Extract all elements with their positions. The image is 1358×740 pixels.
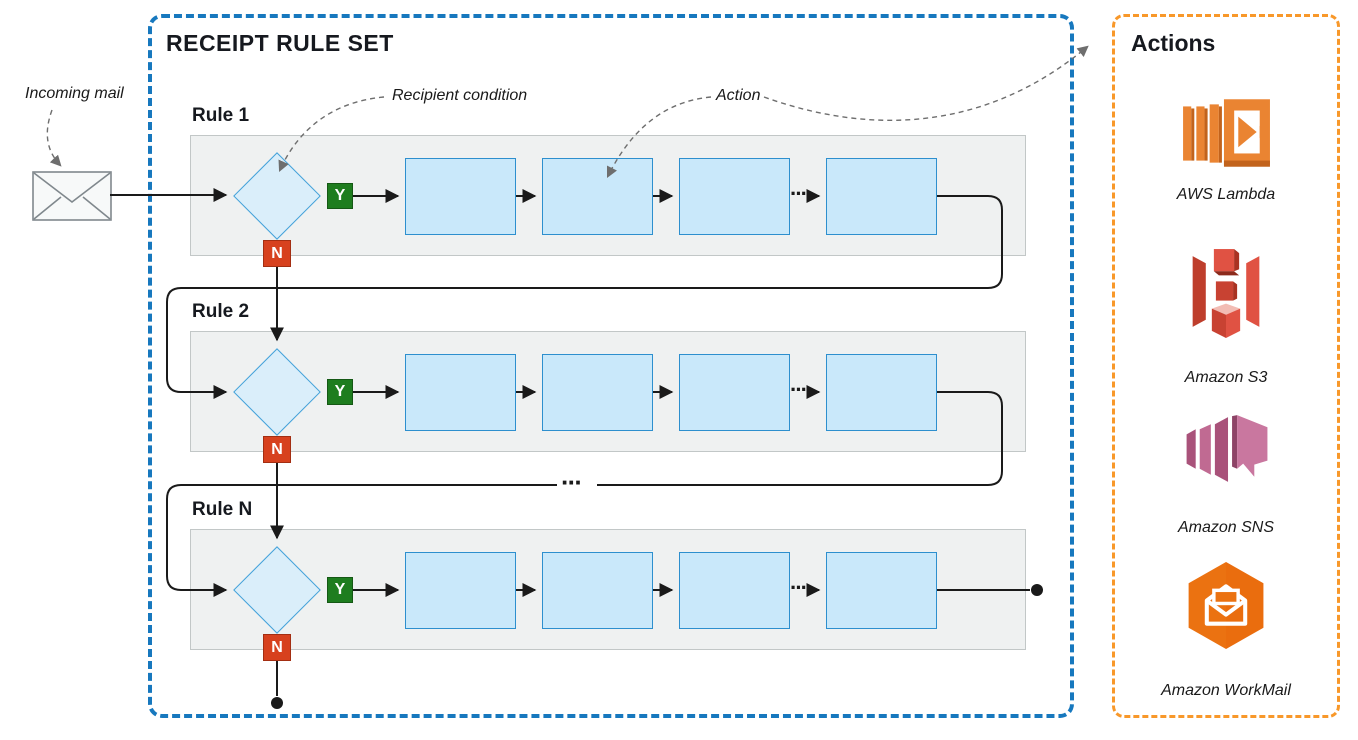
envelope-icon [32,171,112,221]
receipt-rule-set-title: RECEIPT RULE SET [166,30,394,56]
rule-1-action-box-2 [542,158,653,235]
rule-2-yes-badge: Y [327,379,353,405]
rule-1-label: Rule 1 [192,105,250,126]
rule-1-action-box-3 [679,158,790,235]
receipt-rule-set-frame [148,14,1074,718]
incoming-mail-arrow [46,109,62,167]
rule-2-no-badge: N [263,436,291,463]
rule-n-no-badge: N [263,634,291,661]
amazon-s3-label: Amazon S3 [1184,369,1268,386]
rule-1-yes-badge: Y [327,183,353,209]
rule-1-action-box-4 [826,158,937,235]
amazon-sns-icon [1186,415,1268,482]
rule-1-no-badge: N [263,240,291,267]
incoming-mail-label: Incoming mail [25,85,124,102]
action-label: Action [716,87,761,104]
rule-n-action-box-3 [679,552,790,629]
amazon-workmail-label: Amazon WorkMail [1161,682,1291,699]
amazon-workmail-icon [1188,562,1264,649]
rule-2-action-box-1 [405,354,516,431]
rule-n-yes-badge: Y [327,577,353,603]
rule-n-action-box-2 [542,552,653,629]
actions-frame [1112,14,1340,718]
aws-lambda-label: AWS Lambda [1176,186,1276,203]
rule-2-action-box-3 [679,354,790,431]
rule-n-label: Rule N [192,499,253,520]
rule-n-action-box-4 [826,552,937,629]
rule-2-action-box-4 [826,354,937,431]
aws-lambda-icon [1183,99,1270,167]
rule-1-action-box-1 [405,158,516,235]
rule-2-label: Rule 2 [192,301,250,322]
rule-n-action-box-1 [405,552,516,629]
amazon-sns-label: Amazon SNS [1177,519,1275,536]
rule-2-action-box-2 [542,354,653,431]
actions-title: Actions [1131,30,1216,56]
recipient-condition-label: Recipient condition [392,87,528,104]
amazon-s3-icon [1192,249,1260,338]
